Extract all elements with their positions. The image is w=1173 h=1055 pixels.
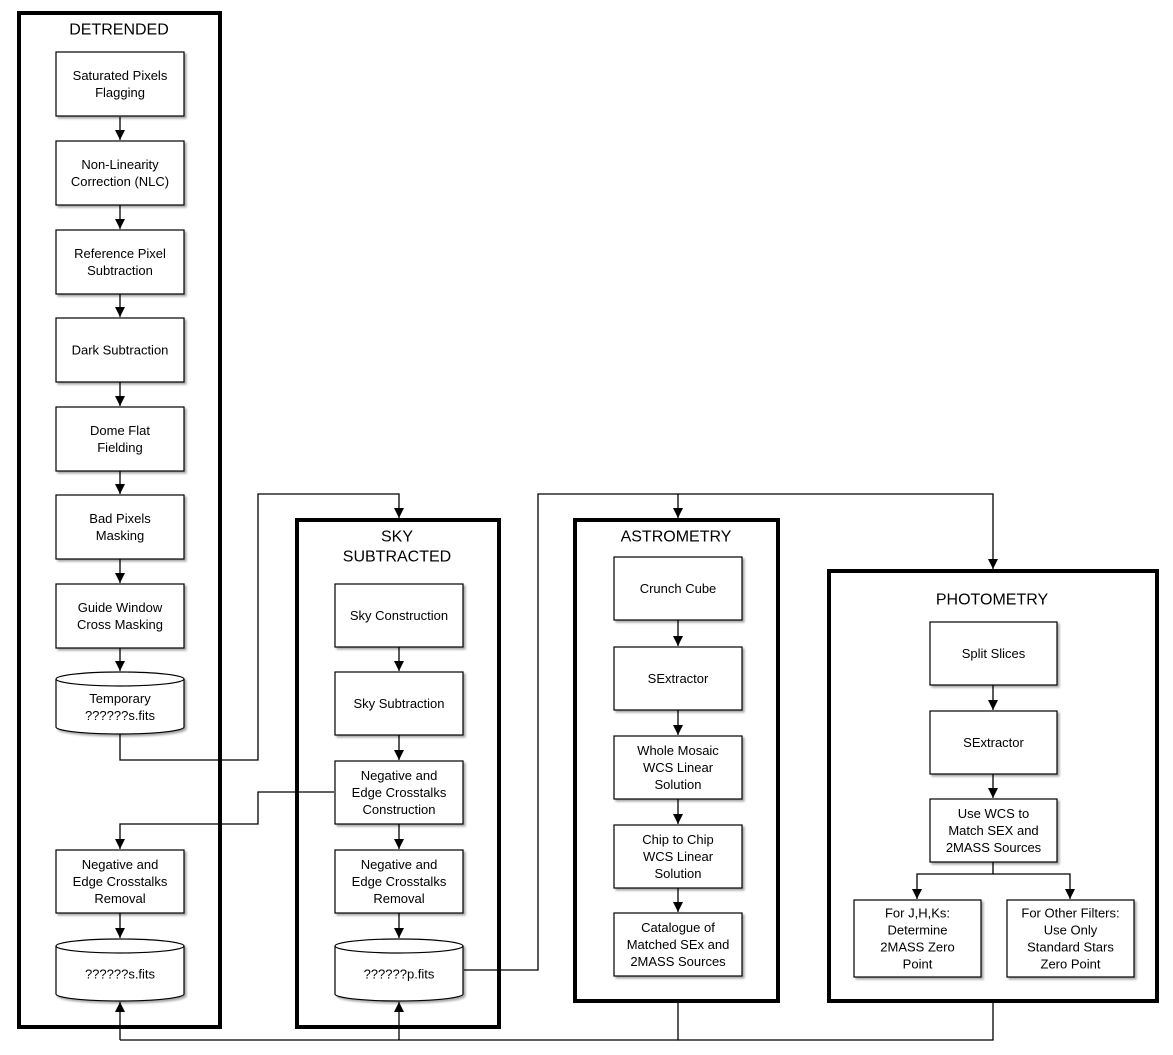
detrended-crosstalk-removal xyxy=(55,849,185,914)
photometry-step-2 xyxy=(929,710,1058,775)
flow-connectors xyxy=(115,117,1075,1041)
sky-output-file xyxy=(334,938,464,1002)
sky-step-1-label: Sky Construction xyxy=(350,608,448,623)
astrometry-step-2-label: SExtractor xyxy=(648,671,709,686)
detrended-step-4 xyxy=(55,317,185,383)
sky-output-file-label: ??????p.fits xyxy=(364,967,435,982)
detrended-step-2 xyxy=(55,140,185,206)
detrended-output-file-label: ??????s.fits xyxy=(85,967,156,982)
sky-step-1 xyxy=(334,583,464,648)
sky-step-2 xyxy=(334,671,464,736)
photometry-step-1-label: Split Slices xyxy=(962,646,1026,661)
detrended-step-6 xyxy=(55,494,185,560)
sky-step-4 xyxy=(334,849,464,914)
astrometry-step-1 xyxy=(613,556,743,621)
title-detrended: DETRENDED xyxy=(69,22,169,39)
detrended-temporary-file xyxy=(55,671,185,735)
photometry-branch-other-filters xyxy=(1006,899,1135,978)
astrometry-step-4 xyxy=(613,824,743,889)
detrended-step-3 xyxy=(55,229,185,295)
photometry-branch-jhks xyxy=(853,899,982,978)
detrended-step-1 xyxy=(55,51,185,117)
detrended-step-7 xyxy=(55,583,185,649)
title-astrometry: ASTROMETRY xyxy=(621,529,732,546)
photometry-step-3 xyxy=(929,798,1058,863)
astrometry-step-2 xyxy=(613,646,743,711)
photometry-step-2-label: SExtractor xyxy=(963,735,1024,750)
sky-step-2-label: Sky Subtraction xyxy=(353,696,444,711)
detrended-step-4-label: Dark Subtraction xyxy=(72,343,169,358)
detrended-output-file-rim xyxy=(55,945,185,954)
detrended-temporary-file-rim xyxy=(55,678,185,687)
astrometry-step-3 xyxy=(613,735,743,800)
photometry-step-1 xyxy=(929,621,1058,686)
detrended-output-file xyxy=(55,938,185,1002)
sky-step-3 xyxy=(334,760,464,825)
astrometry-step-1-label: Crunch Cube xyxy=(640,581,717,596)
astrometry-step-5 xyxy=(613,912,743,977)
detrended-step-5 xyxy=(55,406,185,472)
sky-output-file-rim xyxy=(334,945,464,954)
detrended-temporary-file-label: Temporary??????s.fits xyxy=(85,691,156,723)
title-photometry: PHOTOMETRY xyxy=(936,592,1049,609)
